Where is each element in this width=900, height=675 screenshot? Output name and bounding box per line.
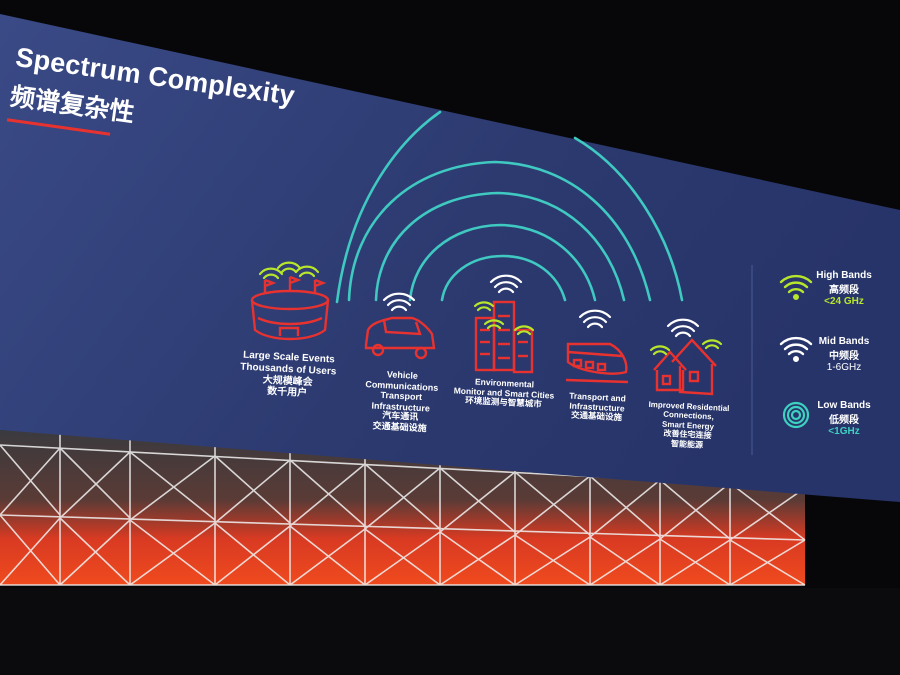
concentric-rings-icon [782,401,810,429]
legend-name: Mid Bands [818,336,870,347]
legend-high-bands: High Bands 高频段 <24 GHz [812,270,876,307]
houses-icon [653,338,717,396]
city-buildings-icon [474,300,534,374]
use-case-label-vehicle: Vehicle Communications Transport Infrast… [354,368,447,436]
legend-name: Low Bands [817,400,871,411]
legend-name-zh: 低频段 [829,415,859,426]
wifi-train-icon [578,309,612,329]
use-case-label-transport: Transport and Infrastructure 交通基础设施 [559,390,634,424]
wifi-green-icon [258,261,320,280]
use-case-label-residential: Improved Residential Connections, Smart … [639,400,737,452]
stadium-icon [250,275,330,341]
use-case-label-environmental: Environmental Monitor and Smart Cities 环… [447,375,560,411]
wifi-city-icon [473,274,535,336]
legend-mid-bands: Mid Bands 中频段 1-6GHz [812,336,876,373]
wifi-white-icon [382,292,416,312]
legend-range: <1GHz [828,426,860,437]
slide-screen [0,14,900,502]
stage-curtain [0,588,900,675]
car-icon [364,316,436,360]
legend-name: High Bands [816,270,872,281]
legend-range: 1-6GHz [826,362,862,373]
wifi-houses-icon [649,318,723,356]
train-icon [565,342,629,384]
coverage-arcs [335,110,684,304]
legend-low-bands: Low Bands 低频段 <1GHz [812,400,876,437]
legend-name-zh: 高频段 [829,285,859,296]
legend-range: <24 GHz [824,296,864,307]
use-case-label-events: Large Scale Events Thousands of Users 大规… [227,349,349,402]
legend-name-zh: 中频段 [829,351,859,362]
wifi-high-icon [779,274,813,301]
wifi-mid-icon [779,336,813,363]
